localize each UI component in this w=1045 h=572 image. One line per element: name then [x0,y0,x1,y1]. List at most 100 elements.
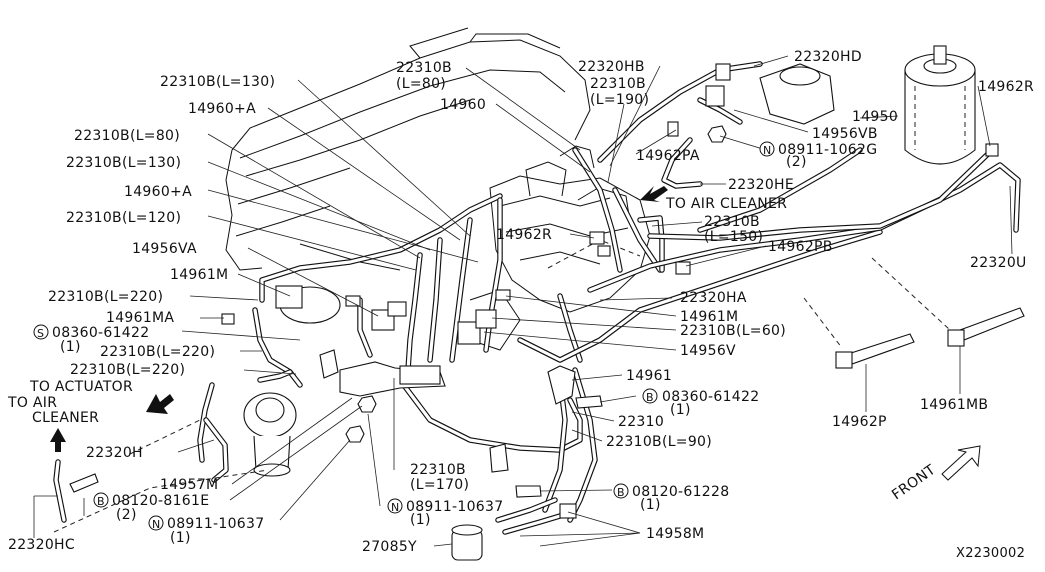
part-number: 08911-10637 [406,499,503,515]
label-to-air-cleaner-top: TO AIR CLEANER [665,196,787,212]
label-14960a: 14960+A [124,184,192,200]
cable-tie-14961mb [947,307,1025,347]
fasteners [69,125,727,498]
label-front: FRONT [889,462,939,503]
label-14961m-mid: 14961M [680,309,738,325]
label-14956vb: 14956VB [812,126,878,142]
label-14956va: 14956VA [132,241,197,257]
label-22320h: 22320H [86,445,143,461]
code-s: S [37,327,44,340]
label-14961: 14961 [626,368,672,384]
label-22310b-l220-c: 22310B(L=220) [70,362,185,378]
code-n: N [763,144,772,157]
label-14962r-top: 14962R [978,79,1034,95]
label-to-actuator: TO ACTUATOR [29,379,133,395]
engine-outline [225,27,651,351]
label-22320u: 22320U [970,255,1027,271]
egr-valve [243,392,297,477]
label-22310b-l190-b: (L=190) [590,92,649,108]
label-22310b-l220-b: 22310B(L=220) [100,344,215,360]
label-22310b-l80-top-b: (L=80) [396,76,446,92]
label-22310: 22310 [618,414,664,430]
label-08911-10637-mid: N 08911-10637 (1) [387,498,503,528]
label-08120-8161e: B 08120-8161E (2) [93,492,209,523]
label-14962p: 14962P [832,414,887,430]
label-08360-61422-left: S 08360-61422 (1) [33,324,149,355]
label-22310b-l150-a: 22310B [704,214,760,230]
label-to-air-left-b: CLEANER [32,410,99,426]
label-14962pb: 14962PB [768,239,833,255]
arrow-to-air-cleaner-top [640,186,668,202]
quantity: (1) [60,339,81,355]
bracket-14961 [339,361,576,473]
label-27085y: 27085Y [362,539,417,555]
label-to-air-left-a: TO AIR [7,395,57,411]
part-number: 08360-61422 [662,389,759,405]
part-number: 08911-1062G [778,142,877,158]
hose-network [53,61,1021,535]
label-22320ha: 22320HA [680,290,747,306]
label-14960: 14960 [440,97,486,113]
quantity: (2) [116,507,137,523]
leader-lines [33,55,1013,547]
part-number: 08120-61228 [632,484,729,500]
solenoid-14956v [457,309,497,345]
label-22310b-l150-b: (L=150) [704,229,763,245]
label-22310b-l130: 22310B(L=130) [66,155,181,171]
quantity: (1) [410,512,431,528]
code-n: N [152,518,161,531]
label-14962r-mid: 14962R [496,227,552,243]
quantity: (2) [786,154,807,170]
label-22310b-l60: 22310B(L=60) [680,323,786,339]
cable-tie-14962p [835,333,915,369]
vacuum-actuator-left [275,285,341,324]
label-22310b-l80: 22310B(L=80) [74,128,180,144]
solenoid-valve-upper [705,63,835,141]
label-22310b-l190-a: 22310B [590,76,646,92]
quantity: (1) [670,402,691,418]
code-b: B [97,495,105,508]
canister-14950 [904,45,976,165]
label-22310b-l90: 22310B(L=90) [606,434,712,450]
diagram-reference: X2230002 [956,546,1025,561]
part-number: 08360-61422 [52,325,149,341]
label-14961m-left: 14961M [170,267,228,283]
label-08120-61228: B 08120-61228 (1) [613,483,729,513]
label-14957m: 14957M [160,477,218,493]
label-14956v: 14956V [680,343,736,359]
label-14960a-top: 14960+A [188,101,256,117]
label-22320he: 22320HE [728,177,794,193]
arrow-to-actuator [146,394,174,414]
label-14962pa: 14962PA [636,148,700,164]
label-14961mb: 14961MB [920,397,988,413]
callout-labels: 22310B(L=130) 14960+A 22310B(L=80) 22310… [7,49,1034,561]
solenoid-14956va [371,301,407,331]
label-22310b-l220-a: 22310B(L=220) [48,289,163,305]
label-22310b-l170-a: 22310B [410,462,466,478]
filter-27085y [451,524,483,561]
direction-arrows [50,186,981,481]
label-14950: 14950 [852,109,898,125]
quantity: (1) [640,497,661,513]
label-22320hc: 22320HC [8,537,75,553]
label-22310b-l80-top-a: 22310B [396,60,452,76]
parts [69,45,1025,561]
code-b: B [646,391,654,404]
label-22320hb: 22320HB [578,59,645,75]
quantity: (1) [170,530,191,546]
label-08911-10637-left: N 08911-10637 (1) [148,515,264,546]
part-number: 08911-10637 [167,516,264,532]
arrow-front [941,445,981,481]
label-08911-1062g: N 08911-1062G (2) [759,141,877,170]
code-b: B [617,486,625,499]
label-14961ma: 14961MA [106,310,174,326]
code-n: N [391,501,400,514]
arrow-to-air-cleaner-left [50,428,66,452]
part-number: 08120-8161E [112,493,209,509]
clips [221,121,999,519]
label-22310b-l120: 22310B(L=120) [66,210,181,226]
label-22310b-l170-b: (L=170) [410,477,469,493]
label-08360-61422-right: B 08360-61422 (1) [642,388,759,418]
label-22320hd: 22320HD [794,49,862,65]
